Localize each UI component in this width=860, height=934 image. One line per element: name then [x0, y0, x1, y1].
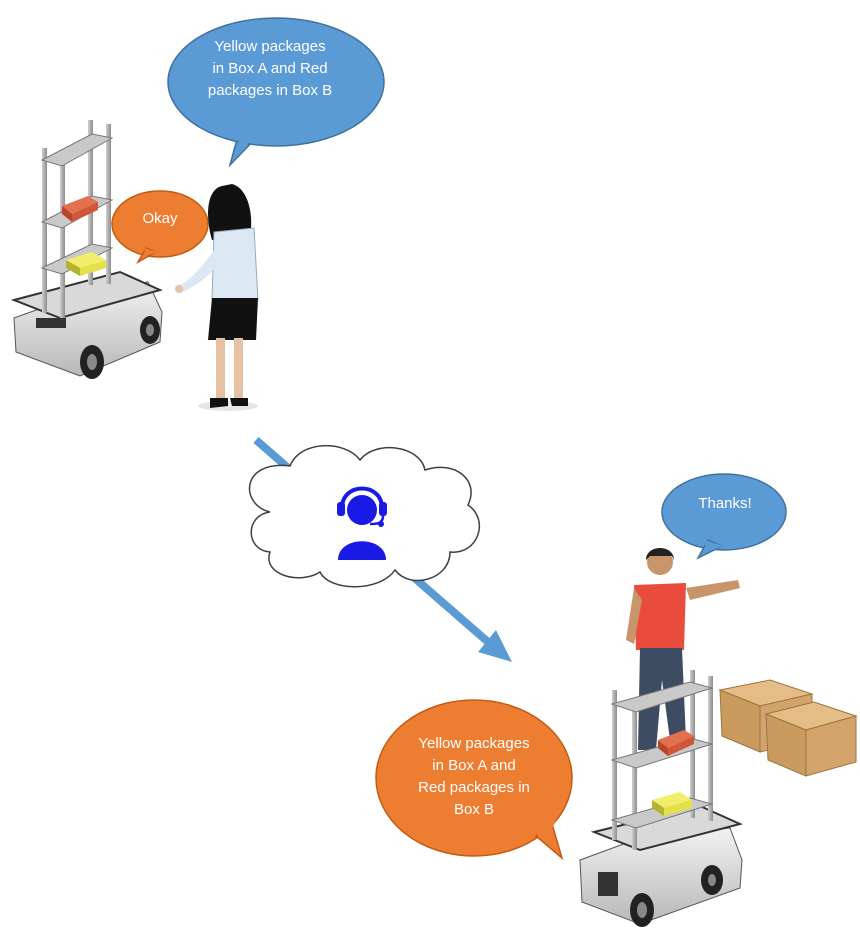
yellow-package: [652, 792, 692, 816]
red-package: [658, 730, 694, 756]
robot-2: [579, 670, 743, 927]
man-figure: [626, 548, 740, 750]
yellow-package: [66, 252, 106, 276]
robot1-speech-bubble: [111, 190, 209, 264]
man-reply-text: Thanks!: [698, 495, 752, 512]
red-package: [62, 196, 98, 222]
robot1-reply-text: Okay: [142, 210, 178, 227]
robot2-speech-bubble: [375, 699, 573, 861]
cardboard-boxes: [718, 679, 858, 777]
woman-figure: [175, 184, 259, 411]
woman-speech-bubble: [167, 17, 385, 168]
woman-instruction-text: Yellow packages in Box A and Red package…: [207, 38, 333, 99]
robot2-relay-text: Yellow packages in Box A and Red package…: [418, 735, 530, 818]
headset-operator-icon: [337, 486, 387, 560]
man-speech-bubble: [661, 473, 787, 560]
robot-1: [10, 120, 163, 379]
